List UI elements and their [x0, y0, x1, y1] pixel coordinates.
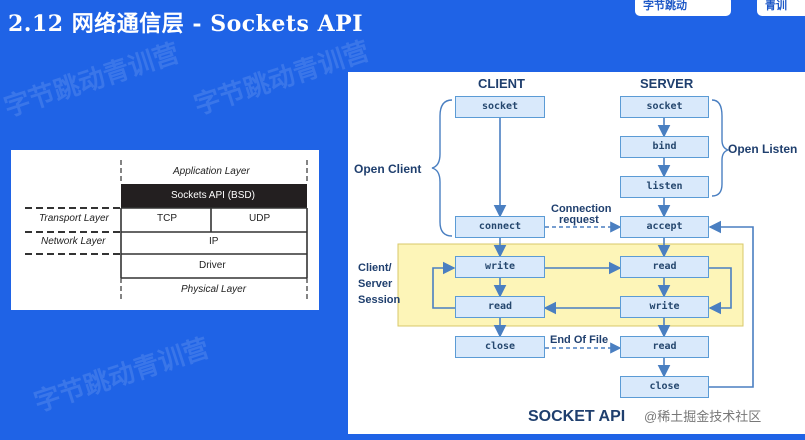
physical-layer-label: Physical Layer — [181, 284, 247, 295]
network-layer-stack: Application Layer Sockets API (BSD) Tran… — [11, 150, 319, 310]
server-socket-box: socket — [620, 96, 709, 118]
udp-label: UDP — [249, 213, 271, 224]
server-write-box: write — [620, 296, 709, 318]
session-label-line2: Server — [358, 278, 393, 290]
client-write-box: write — [455, 256, 545, 278]
open-listen-label: Open Listen — [728, 142, 798, 156]
server-read-box: read — [620, 256, 709, 278]
client-close-box: close — [455, 336, 545, 358]
open-client-label: Open Client — [354, 162, 422, 176]
server-bind-box: bind — [620, 136, 709, 158]
server-listen-box: listen — [620, 176, 709, 198]
connection-request-label-2: request — [559, 214, 599, 226]
watermark: 字节跳动青训营 — [190, 36, 373, 122]
client-socket-box: socket — [455, 96, 545, 118]
application-layer-label: Application Layer — [173, 166, 250, 177]
sockets-api-label: Sockets API (BSD) — [171, 190, 255, 201]
server-close-box: close — [620, 376, 709, 398]
end-of-file-label: End Of File — [550, 334, 609, 346]
ip-label: IP — [209, 236, 219, 247]
watermark: 字节跳动青训营 — [0, 38, 183, 124]
client-header: CLIENT — [478, 76, 525, 91]
driver-label: Driver — [199, 260, 226, 271]
camp-badge[interactable]: 青训 — [757, 0, 805, 16]
watermark: 字节跳动青训营 — [30, 333, 213, 419]
sockets-api-band — [121, 184, 307, 208]
socket-api-diagram: CLIENT SERVER socket connect write read … — [348, 72, 805, 434]
session-label-line1: Client/ — [358, 262, 392, 274]
server-accept-box: accept — [620, 216, 709, 238]
session-label-line3: Session — [358, 294, 401, 306]
transport-layer-label: Transport Layer — [39, 213, 109, 224]
credit-watermark: @稀土掘金技术社区 — [644, 409, 762, 424]
connection-request-label-1: Connection — [551, 203, 612, 215]
top-right-badges: 字节跳动 青训 — [635, 0, 805, 20]
bytedance-badge[interactable]: 字节跳动 — [635, 0, 731, 16]
client-connect-box: connect — [455, 216, 545, 238]
network-layer-label: Network Layer — [41, 236, 106, 247]
client-read-box: read — [455, 296, 545, 318]
socket-api-footer: SOCKET API — [528, 408, 626, 425]
slide-title: 2.12 网络通信层 - Sockets API — [8, 11, 363, 37]
tcp-label: TCP — [157, 213, 177, 224]
server-read2-box: read — [620, 336, 709, 358]
server-header: SERVER — [640, 76, 694, 91]
